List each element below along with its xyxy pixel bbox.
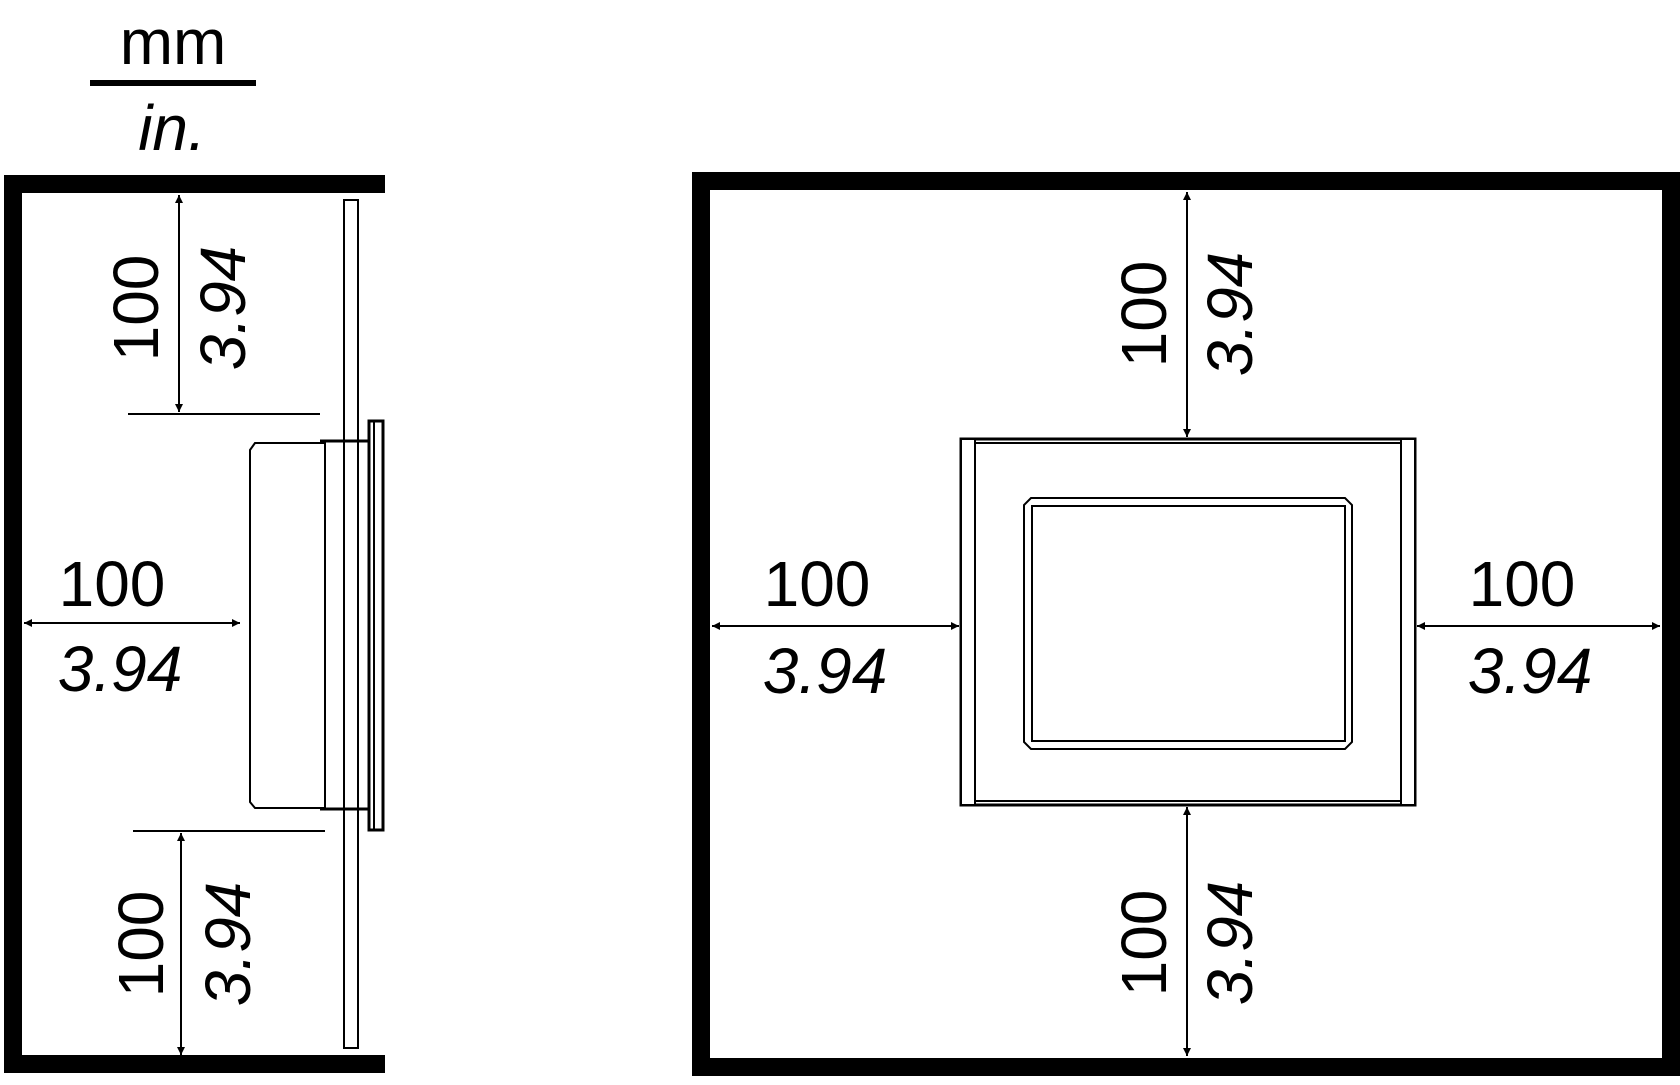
- front-top-mm-value: 100: [1108, 261, 1180, 368]
- side-front-bezel: [367, 419, 385, 832]
- side-enclosure-wall: [4, 175, 385, 1073]
- front-left-in-value: 3.94: [763, 635, 888, 707]
- front-left-mm-value: 100: [764, 548, 871, 620]
- front-device-right-edge: [1400, 438, 1416, 806]
- side-mounting-panel: [343, 199, 359, 1049]
- side-top-in-value: 3.94: [187, 246, 259, 371]
- front-top-in-value: 3.94: [1194, 252, 1266, 377]
- unit-mm-label: mm: [120, 6, 227, 78]
- side-view: 100 3.94 100 3.94 100 3.94: [4, 175, 385, 1073]
- front-device-left-edge: [960, 438, 976, 806]
- unit-in-label: in.: [138, 92, 206, 164]
- front-view: 100 3.94 100 3.94 100 3.94 100 3.94: [692, 172, 1680, 1076]
- front-right-mm-value: 100: [1469, 548, 1576, 620]
- front-display-screen: [1031, 505, 1346, 742]
- units-legend: mm in.: [90, 6, 256, 164]
- side-bottom-mm-value: 100: [105, 891, 177, 998]
- side-device-housing: [249, 442, 326, 809]
- side-top-mm-value: 100: [100, 255, 172, 362]
- side-rear-mm-value: 100: [59, 548, 166, 620]
- front-bottom-mm-value: 100: [1108, 890, 1180, 997]
- side-rear-in-value: 3.94: [58, 633, 183, 705]
- front-right-in-value: 3.94: [1468, 635, 1593, 707]
- front-enclosure: [692, 172, 1680, 1076]
- front-bottom-in-value: 3.94: [1194, 881, 1266, 1006]
- side-bottom-in-value: 3.94: [192, 882, 264, 1007]
